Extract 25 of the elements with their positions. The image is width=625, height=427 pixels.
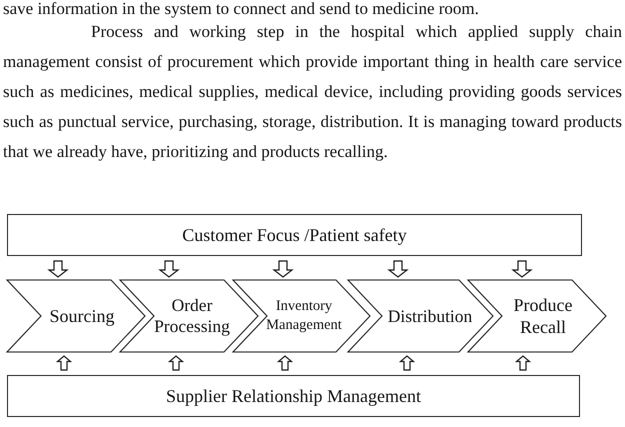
block-arrow xyxy=(398,355,416,371)
process-step xyxy=(233,280,370,352)
body-text: Process and working step in the hospital which applied supply chain management consist of procurement which provide important thing in health care service such as medicines, medical supplies, medical device, including providing goods services such as punctual service, purchasing, storage, distribution. It is managing toward products that we already have, prioritizing and products recalling. xyxy=(3,21,622,163)
step-label: Sourcing xyxy=(50,305,114,327)
step-label: Order Processing xyxy=(153,295,231,337)
step-label: Produce Recall xyxy=(512,294,574,338)
step-label: Distribution xyxy=(388,306,472,326)
block-arrow xyxy=(168,355,184,371)
process-step xyxy=(120,280,258,352)
block-arrow xyxy=(511,260,533,278)
step-label: Inventory Management xyxy=(265,297,343,335)
banner-label: Customer Focus /Patient safety xyxy=(182,224,407,246)
banner-label: Supplier Relationship Management xyxy=(166,385,421,407)
block-arrow xyxy=(514,355,532,371)
block-arrow xyxy=(47,260,69,278)
body-text: save information in the system to connect and send to medicine room. xyxy=(3,0,480,17)
block-arrow xyxy=(158,260,180,278)
block-arrow xyxy=(272,260,294,278)
process-step xyxy=(7,280,145,352)
block-arrow xyxy=(276,355,294,371)
banner-box xyxy=(7,375,580,417)
block-arrow xyxy=(56,355,72,371)
banner-box xyxy=(7,214,582,256)
process-step xyxy=(348,280,493,352)
block-arrow xyxy=(387,260,409,278)
